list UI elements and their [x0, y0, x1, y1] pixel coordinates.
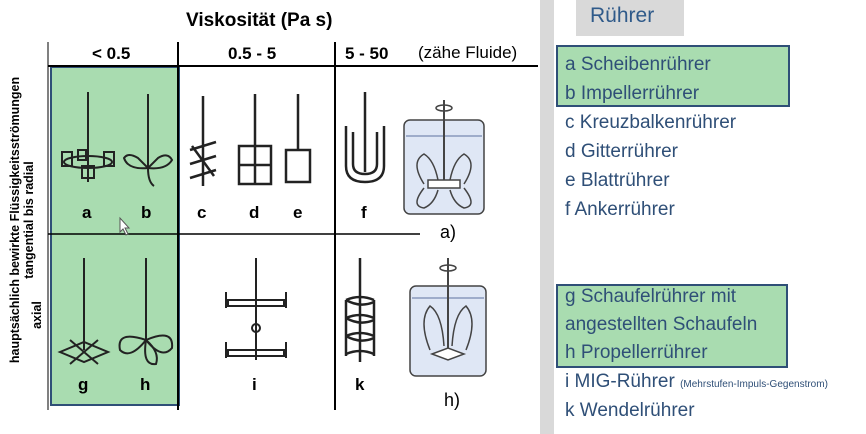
item-i: i MIG-Rührer (Mehrstufen-Impuls-Gegenstr…	[565, 371, 828, 393]
viscous-fluids-note: (zähe Fluide)	[418, 43, 518, 62]
stirrer-c-icon	[189, 96, 217, 186]
label-d: d	[249, 203, 260, 222]
panel-title: Rührer	[590, 4, 655, 27]
stirrer-b-icon	[122, 94, 174, 187]
col-header-mid: 0.5 - 5	[228, 44, 277, 63]
col-header-high: 5 - 50	[345, 44, 389, 63]
stirrer-f-icon	[344, 92, 386, 184]
highlight-gh-outline	[556, 284, 788, 368]
vessel-radial-icon	[403, 100, 485, 215]
stirrer-a-icon	[61, 92, 115, 182]
stirrer-k-icon	[344, 258, 376, 362]
divider-gap	[540, 0, 554, 434]
highlight-gh	[557, 285, 787, 367]
item-h: h Propellerrührer	[565, 342, 708, 363]
item-i-text: i MIG-Rührer	[565, 371, 675, 392]
row-label-line1: hauptsächlich bewirkte Flüssigkeitsström…	[8, 76, 22, 364]
col-header-low: < 0.5	[92, 44, 131, 63]
label-g: g	[78, 375, 89, 394]
label-a: a	[82, 203, 92, 222]
stirrer-g-icon	[57, 258, 111, 365]
panel-title-box	[576, 0, 684, 36]
viscosity-title: Viskosität (Pa s)	[186, 10, 333, 31]
item-k: k Wendelrührer	[565, 400, 695, 421]
label-b: b	[141, 203, 152, 222]
item-a: a Scheibenrührer	[565, 54, 711, 75]
item-b: b Impellerrührer	[565, 83, 700, 104]
item-g: g Schaufelrührer mit	[565, 286, 737, 307]
label-c: c	[197, 203, 207, 222]
vessel-label-h: h)	[444, 390, 461, 410]
vessel-axial-icon	[409, 258, 487, 377]
highlight-ab	[557, 46, 789, 106]
vessel-label-a: a)	[440, 222, 457, 242]
stirrer-h-icon	[118, 258, 174, 366]
stirrer-i-icon	[225, 258, 287, 360]
item-i-note: (Mehrstufen-Impuls-Gegenstrom)	[680, 379, 828, 390]
row-label-axial: axial	[30, 301, 44, 329]
label-i: i	[252, 375, 257, 394]
label-h: h	[140, 375, 151, 394]
stirrer-d-icon	[237, 94, 273, 186]
item-f: f Ankerrührer	[565, 199, 675, 220]
label-f: f	[361, 203, 367, 222]
item-e: e Blattrührer	[565, 170, 670, 191]
item-c: c Kreuzbalkenrührer	[565, 112, 737, 133]
label-e: e	[293, 203, 303, 222]
mouse-cursor-icon	[119, 216, 131, 236]
highlight-ab-outline	[556, 45, 790, 107]
item-g-cont: angestellten Schaufeln	[565, 314, 758, 335]
item-d: d Gitterrührer	[565, 141, 678, 162]
label-k: k	[355, 375, 365, 394]
stirrer-e-icon	[284, 94, 312, 184]
low-viscosity-highlight	[52, 68, 178, 404]
